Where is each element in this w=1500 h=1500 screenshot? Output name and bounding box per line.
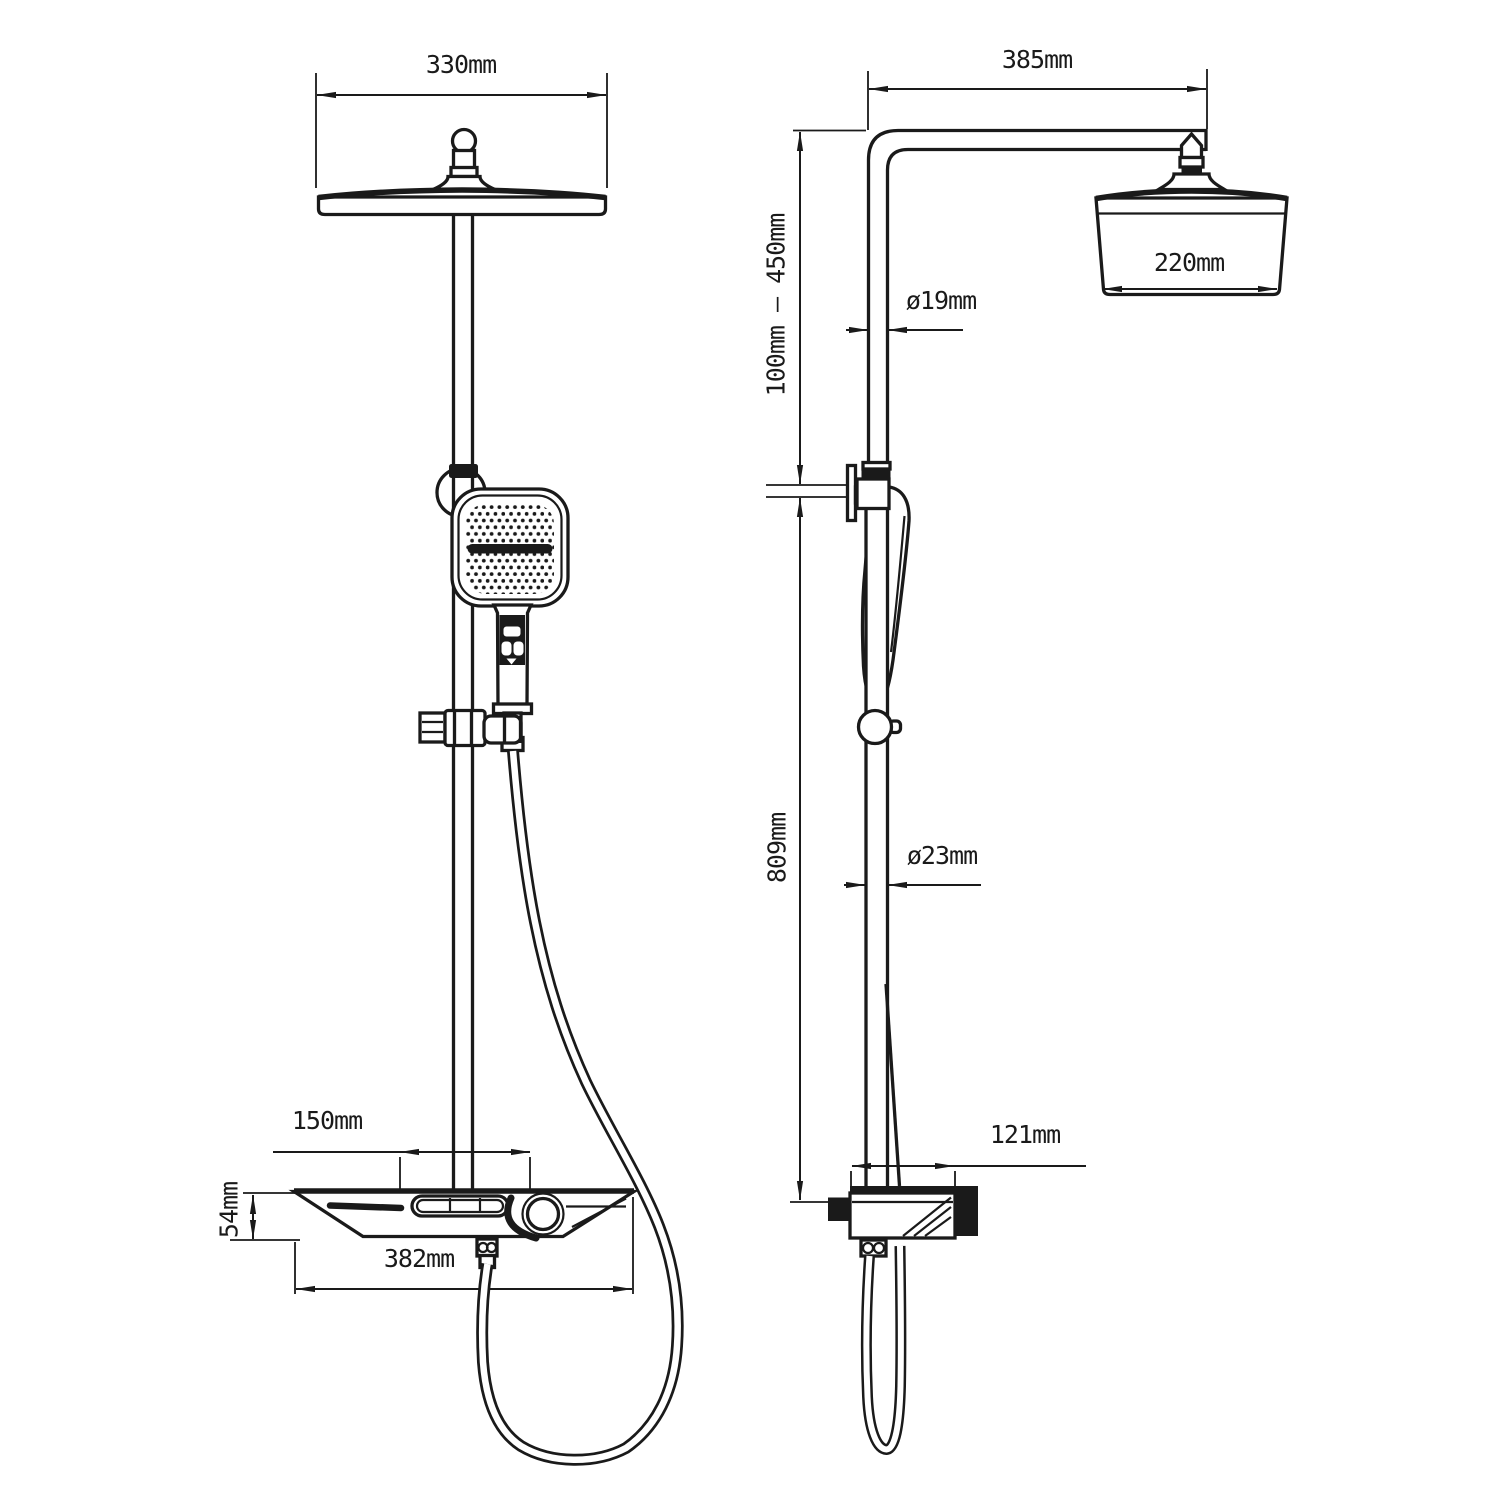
riser-pipe-front-icon (451, 211, 475, 1194)
front-view (288, 127, 640, 1270)
slide-holder-front-icon (418, 708, 523, 748)
wall-bracket-side-icon (845, 460, 892, 523)
side-view (828, 128, 1289, 1258)
dim-tray-zone-width: 150mm (273, 1106, 531, 1192)
shower-arm-side-icon (866, 128, 1208, 467)
dim-lower-pipe-diameter: ø23mm (844, 841, 981, 889)
dim-head-depth-label: 220mm (1154, 248, 1224, 277)
dimension-annotations: 330mm 385mm 100mm — 450mm 809mm ø19mm (215, 45, 1278, 1294)
shelf-tray-front-icon (288, 1188, 640, 1270)
dim-upper-pipe-diameter: ø19mm (846, 286, 977, 334)
dim-tray-width: 382mm (294, 1197, 634, 1294)
hand-shower-hose-front-icon (476, 750, 684, 1466)
hose-loop-side-icon (860, 983, 907, 1456)
dim-head-width: 330mm (315, 50, 608, 188)
mixer-knob-front-face-icon (954, 1190, 978, 1236)
dim-tray-height-label: 54mm (215, 1182, 244, 1238)
shelf-knob-icon (525, 1196, 561, 1232)
dim-tray-zone-width-label: 150mm (292, 1106, 362, 1135)
rain-head-front-icon (316, 187, 608, 217)
dim-arm-reach-label: 385mm (1002, 45, 1072, 74)
mixer-knob-wall-side-icon (828, 1197, 850, 1221)
dim-valve-body-depth: 121mm (850, 1120, 1086, 1189)
dim-head-width-label: 330mm (426, 50, 496, 79)
hand-shower-front-icon (450, 487, 570, 753)
dim-tray-height: 54mm (215, 1182, 300, 1241)
rain-head-side-icon (1094, 131, 1289, 297)
dim-arm-reach: 385mm (867, 45, 1208, 130)
shower-hoses (476, 750, 907, 1466)
slider-knob-side-icon (856, 708, 903, 746)
dim-riser-length-label: 809mm (763, 813, 792, 883)
ball-joint-front-icon (432, 127, 496, 192)
dim-head-depth: 220mm (1102, 248, 1278, 293)
dim-tray-width-label: 382mm (384, 1244, 454, 1273)
dim-upper-pipe-diameter-label: ø19mm (906, 286, 976, 315)
riser-pipe-side-icon (864, 507, 890, 1191)
dim-riser-adjust-range-label: 100mm — 450mm (762, 214, 791, 397)
dim-riser-length: 809mm (763, 496, 846, 1203)
mixer-body-side-icon (828, 1186, 978, 1258)
dim-valve-body-depth-label: 121mm (990, 1120, 1060, 1149)
dim-riser-adjust-range: 100mm — 450mm (762, 129, 866, 486)
dim-lower-pipe-diameter-label: ø23mm (907, 841, 977, 870)
